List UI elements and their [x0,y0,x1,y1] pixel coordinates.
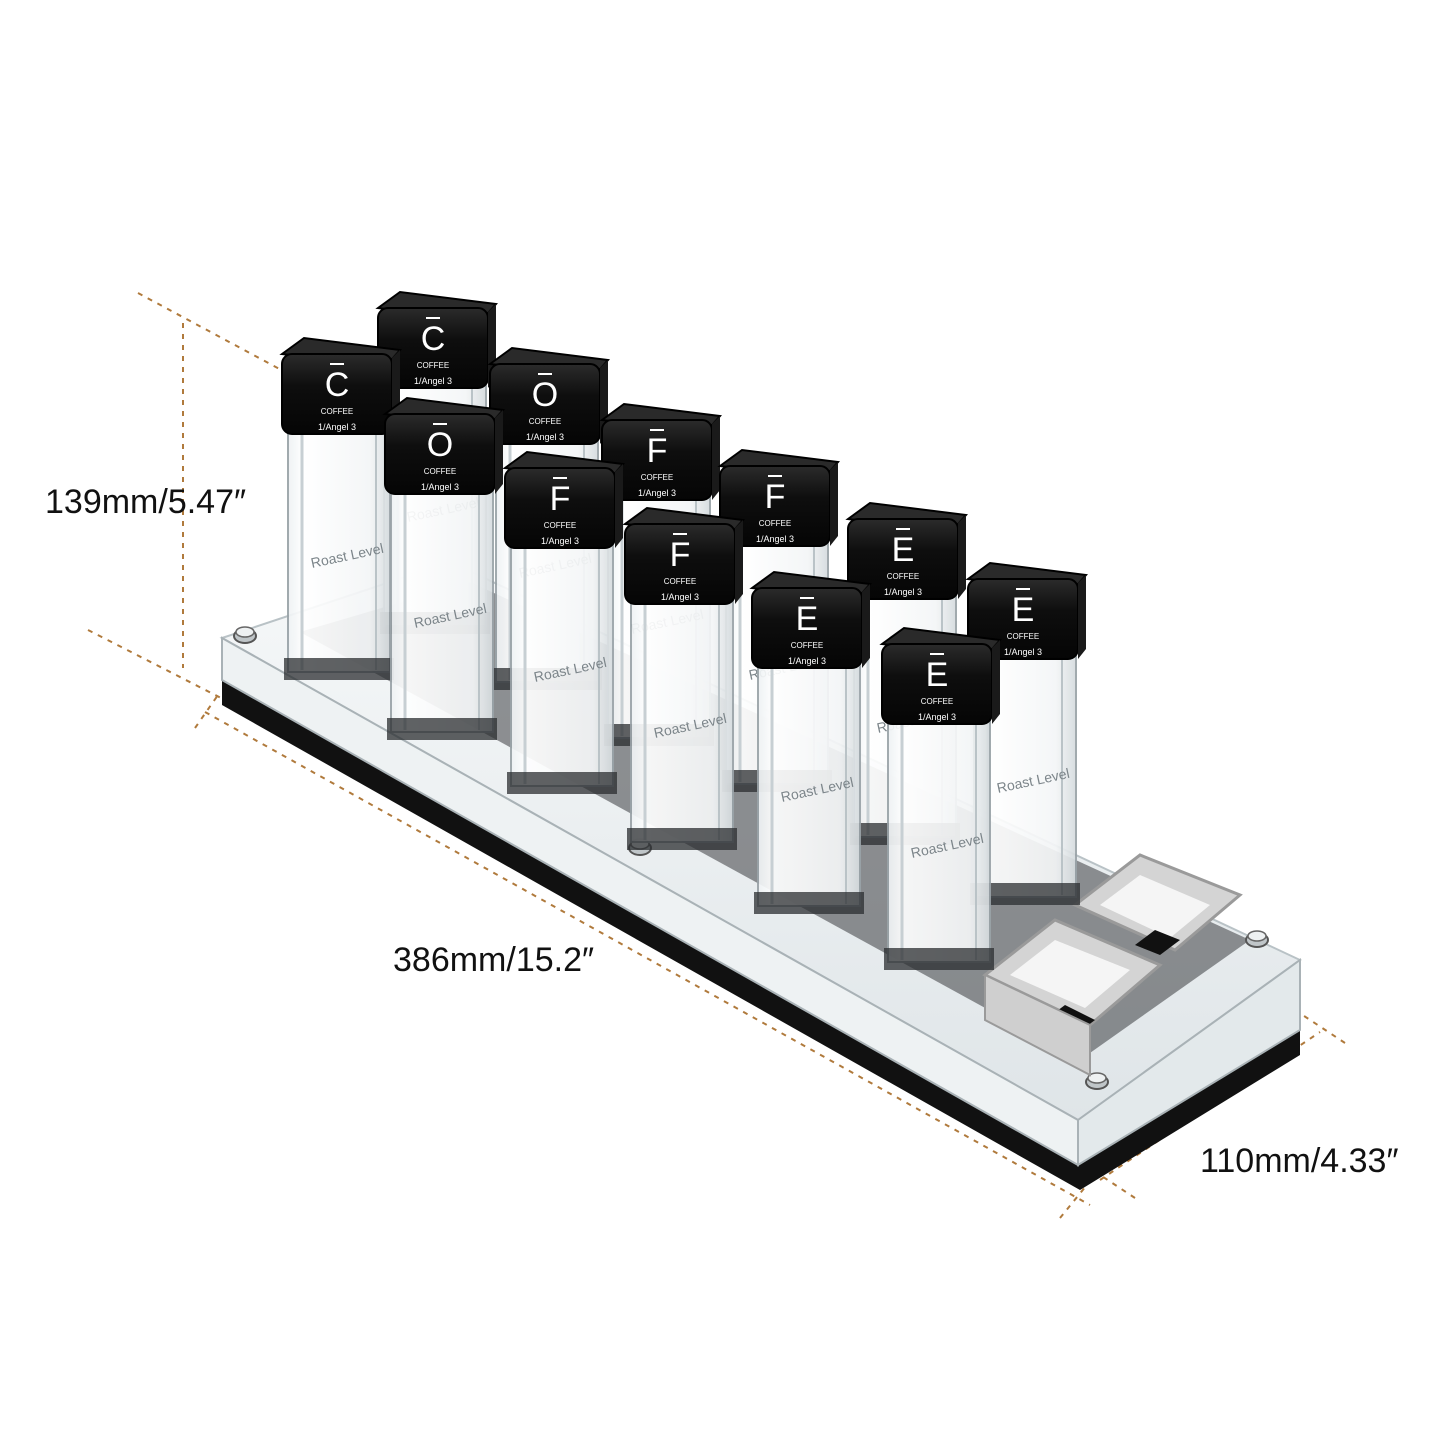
length-dimension-line [204,711,1091,1206]
cap-mark: 1/Angel 3 [661,592,699,602]
cap-brand: COFFEE [887,572,919,581]
length-label: 386mm/15.2″ [393,941,594,979]
cap-letter: F [647,432,668,470]
cap-mark: 1/Angel 3 [318,422,356,432]
height-label: 139mm/5.47″ [45,483,246,521]
cap-mark: 1/Angel 3 [638,488,676,498]
cap-brand: COFFEE [321,407,353,416]
cap-brand: COFFEE [529,417,561,426]
cap-brand: COFFEE [544,521,576,530]
tray-back [1072,853,1243,955]
width-guide-right [1294,1009,1346,1044]
screw [233,626,257,644]
length-guide-left [194,694,219,729]
cap-brand: COFFEE [641,473,673,482]
cap-letter: E [892,531,915,569]
cap-letter: F [550,480,571,518]
cap-mark: 1/Angel 3 [414,376,452,386]
base-acrylic-side [1077,958,1301,1167]
cap-mark: 1/Angel 3 [541,536,579,546]
cap-letter: O [427,426,453,464]
sample-trays [982,853,1243,1077]
tray-front [982,918,1163,1077]
cap-brand: COFFEE [791,641,823,650]
cap-mark: 1/Angel 3 [884,587,922,597]
cap-brand: COFFEE [921,697,953,706]
cap-letter: O [532,376,558,414]
cap-letter: E [796,600,819,638]
cap-brand: COFFEE [424,467,456,476]
cap-letter: C [421,320,446,358]
height-guide-bottom [87,629,226,701]
cap-brand: COFFEE [759,519,791,528]
cap-mark: 1/Angel 3 [918,712,956,722]
screw [1245,930,1269,948]
cap-mark: 1/Angel 3 [788,656,826,666]
width-label: 110mm/4.33″ [1200,1142,1399,1180]
cap-mark: 1/Angel 3 [526,432,564,442]
cap-letter: F [765,478,786,516]
cap-letter: F [670,536,691,574]
cap-brand: COFFEE [664,577,696,586]
screw [1085,1072,1109,1090]
cap-brand: COFFEE [417,361,449,370]
cap-mark: 1/Angel 3 [1004,647,1042,657]
cap-mark: 1/Angel 3 [421,482,459,492]
cap-brand: COFFEE [1007,632,1039,641]
height-guide-top [137,292,301,381]
cap-mark: 1/Angel 3 [756,534,794,544]
cap-letter: E [1012,591,1035,629]
cap-letter: E [926,656,949,694]
cap-letter: C [325,366,350,404]
